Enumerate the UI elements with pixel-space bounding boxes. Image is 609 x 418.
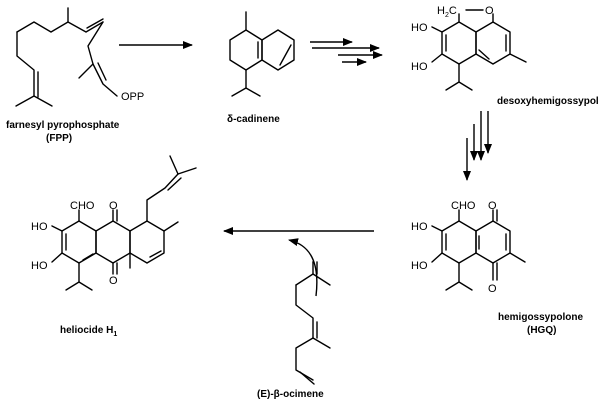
heliocide-ketone-oxygen-1: O xyxy=(109,200,118,212)
hgq-structure: CHO O O HO HO xyxy=(411,200,526,295)
heliocide-aldehyde-group: CHO xyxy=(70,200,95,212)
hgq-abbr-label: (HGQ) xyxy=(527,325,556,336)
fpp-name-label: farnesyl pyrophosphate xyxy=(6,120,120,131)
hgq-name-label: hemigossypolone xyxy=(498,312,583,323)
hgq-hydroxyl-1: HO xyxy=(411,221,428,233)
desoxy-name-label: desoxyhemigossypol xyxy=(497,96,599,107)
hgq-aldehyde-group: CHO xyxy=(451,200,476,212)
cadinene-structure xyxy=(229,11,295,97)
hgq-hydroxyl-2: HO xyxy=(411,260,428,272)
curved-arrow-ocimene xyxy=(288,238,318,297)
desoxy-hydroxyl-2: HO xyxy=(411,61,428,73)
heliocide-structure: CHO O O HO HO xyxy=(31,155,197,291)
desoxy-h2c-label: H2C xyxy=(437,5,457,19)
hgq-quinone-oxygen-1: O xyxy=(488,200,497,212)
heliocide-hydroxyl-1: HO xyxy=(31,221,48,233)
heliocide-name-label: heliocide H1 xyxy=(60,325,117,338)
ocimene-name-label: (E)-β-ocimene xyxy=(257,389,324,400)
fpp-abbr-label: (FPP) xyxy=(46,133,72,144)
desoxy-hydroxyl-1: HO xyxy=(411,22,428,34)
heliocide-hydroxyl-2: HO xyxy=(31,260,48,272)
desoxy-ring-oxygen: O xyxy=(485,5,494,17)
ocimene-structure xyxy=(295,261,331,385)
heliocide-ketone-oxygen-2: O xyxy=(109,275,118,287)
desoxyhemigossypol-structure: H2C O HO HO xyxy=(411,5,527,91)
cadinene-name-label: δ-cadinene xyxy=(227,114,280,125)
fpp-structure: OPP xyxy=(15,7,144,107)
fpp-opp-group: OPP xyxy=(121,91,144,103)
hgq-quinone-oxygen-2: O xyxy=(488,283,497,295)
